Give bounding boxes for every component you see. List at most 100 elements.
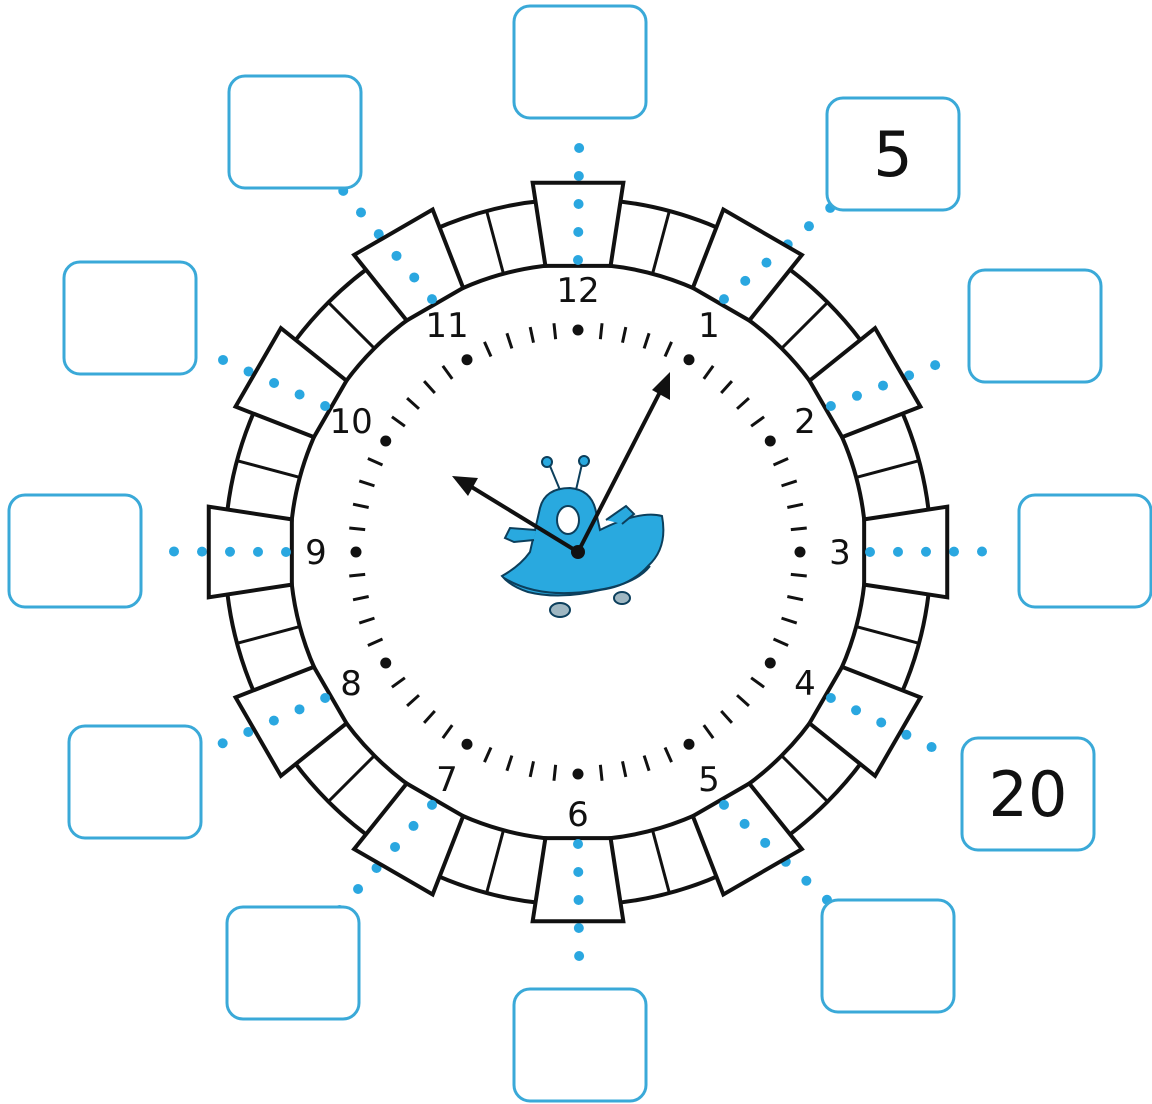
answer-box-frame[interactable] (7, 493, 143, 609)
minute-tick (358, 479, 375, 488)
answer-box-1[interactable]: 5 (825, 96, 961, 212)
minute-tick (441, 724, 454, 739)
minute-tick (352, 595, 369, 602)
ring-tab (690, 206, 805, 324)
guide-dot (390, 841, 401, 852)
ring-tab (862, 504, 950, 600)
guide-dot (876, 717, 887, 728)
ring-tab (806, 325, 924, 440)
answer-box-2[interactable] (967, 268, 1103, 384)
answer-box-11[interactable] (227, 74, 363, 190)
guide-dot (355, 207, 366, 218)
clock-numeral: 3 (829, 533, 851, 573)
clock-numeral: 4 (794, 664, 816, 704)
minute-tick (663, 746, 673, 763)
hour-dot (572, 324, 584, 336)
answer-box-12[interactable] (512, 4, 648, 120)
minute-tick (422, 710, 436, 724)
minute-tick (642, 332, 651, 349)
guide-dot (920, 546, 931, 557)
answer-box-frame[interactable] (512, 987, 648, 1103)
answer-box-6[interactable] (512, 987, 648, 1103)
guide-dot (574, 143, 585, 154)
ring-tab (232, 664, 350, 779)
minute-tick (720, 380, 734, 394)
guide-dot (904, 370, 915, 381)
ring-divider (855, 625, 920, 645)
answer-box-frame[interactable] (67, 724, 203, 840)
guide-dot (269, 377, 280, 388)
answer-box-value: 20 (989, 758, 1068, 831)
answer-box-7[interactable] (225, 905, 361, 1021)
hour-dot (461, 738, 473, 750)
guide-dot (225, 546, 236, 557)
guide-dot (739, 818, 750, 829)
minute-tick (352, 502, 369, 509)
ring-divider (485, 829, 505, 894)
minute-tick (750, 676, 765, 689)
answer-box-frame[interactable] (1017, 493, 1152, 609)
ring-tab (806, 664, 924, 779)
ring-divider (236, 459, 301, 479)
answer-box-frame[interactable] (825, 96, 961, 212)
clock-numeral: 6 (567, 795, 589, 835)
answer-box-frame[interactable] (62, 260, 198, 376)
answer-box-9[interactable] (7, 493, 143, 609)
ring-cells (206, 180, 950, 924)
answer-box-3[interactable] (1017, 493, 1152, 609)
answer-box-5[interactable] (820, 898, 956, 1014)
guide-dot (427, 799, 437, 810)
clock-numeral: 12 (556, 271, 599, 311)
guide-dot (574, 950, 585, 961)
minute-tick (720, 710, 734, 724)
minute-tick (552, 764, 558, 781)
ring-divider (236, 625, 301, 645)
answer-box-frame[interactable] (820, 898, 956, 1014)
minute-tick (736, 694, 750, 708)
answer-box-frame[interactable] (512, 4, 648, 120)
minute-tick (552, 323, 558, 340)
guide-dot (294, 704, 305, 715)
guide-dot (197, 546, 208, 557)
answer-box-frame[interactable] (967, 268, 1103, 384)
guide-dot (801, 875, 812, 886)
hour-dot (461, 354, 473, 366)
answer-box-value: 5 (873, 118, 912, 191)
clock-numeral: 8 (340, 664, 362, 704)
guide-dot (409, 272, 420, 283)
guide-dot (851, 705, 862, 716)
answer-box-frame[interactable] (227, 74, 363, 190)
answer-box-frame[interactable] (960, 736, 1096, 852)
guide-dot (391, 250, 402, 261)
minute-tick (391, 415, 406, 428)
answer-box-8[interactable] (67, 724, 203, 840)
clock-numeral: 11 (425, 306, 468, 346)
guide-dot (901, 729, 912, 740)
guide-dot (573, 894, 584, 905)
guide-dot (573, 171, 584, 182)
answer-box-10[interactable] (62, 260, 198, 376)
clock-numeral: 2 (794, 402, 816, 442)
dotted-guide-lines-over-ring (225, 199, 931, 905)
guide-dot (169, 546, 180, 557)
minute-tick (750, 415, 765, 428)
minute-hand (576, 391, 662, 553)
guide-dot (573, 866, 584, 877)
answer-boxes: 5 20 (7, 4, 1152, 1103)
minute-tick (358, 616, 375, 625)
answer-box-4[interactable]: 20 (960, 736, 1096, 852)
guide-dot (408, 820, 419, 831)
minute-tick (483, 341, 493, 358)
minute-tick (663, 341, 673, 358)
ring-tab (351, 206, 466, 324)
guide-dot (294, 389, 305, 400)
guide-dot (320, 693, 331, 703)
hour-dot (764, 435, 776, 447)
minute-tick (391, 676, 406, 689)
minute-tick (790, 572, 807, 578)
guide-dot (573, 255, 583, 265)
answer-box-frame[interactable] (225, 905, 361, 1021)
guide-dot (253, 546, 264, 557)
ring-tab (232, 325, 350, 440)
minute-tick (772, 637, 789, 647)
